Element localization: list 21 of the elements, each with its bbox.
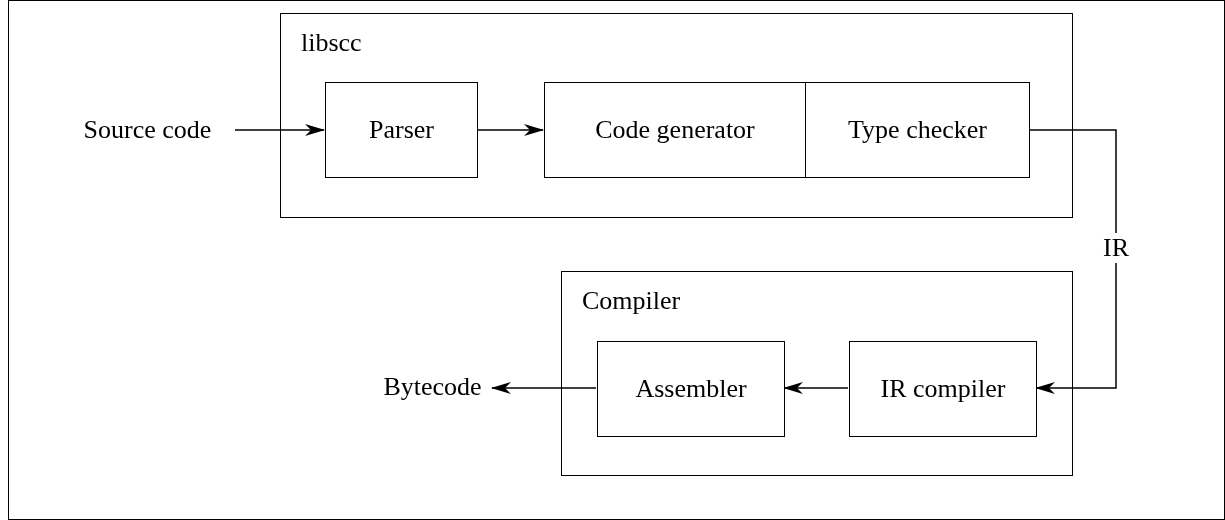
box-label: Parser — [369, 115, 434, 145]
io-label: Source code — [83, 115, 212, 145]
arrow — [1028, 129, 1117, 394]
box-label: Type checker — [848, 115, 987, 145]
arrow — [234, 124, 325, 136]
process-box — [597, 341, 785, 437]
process-box — [325, 82, 478, 178]
arrow — [783, 382, 849, 394]
arrow — [476, 124, 544, 136]
box-label: Assembler — [635, 374, 747, 404]
group-box — [280, 13, 1073, 218]
group-box — [561, 271, 1073, 476]
group-title: libscc — [301, 28, 362, 58]
box-label: IR compiler — [880, 374, 1006, 404]
process-box — [849, 341, 1037, 437]
box-label: Code generator — [595, 115, 755, 145]
process-box — [544, 82, 806, 178]
process-box — [806, 82, 1030, 178]
group-title: Compiler — [582, 286, 681, 316]
io-label: Bytecode — [383, 372, 482, 402]
arrow — [491, 382, 597, 394]
